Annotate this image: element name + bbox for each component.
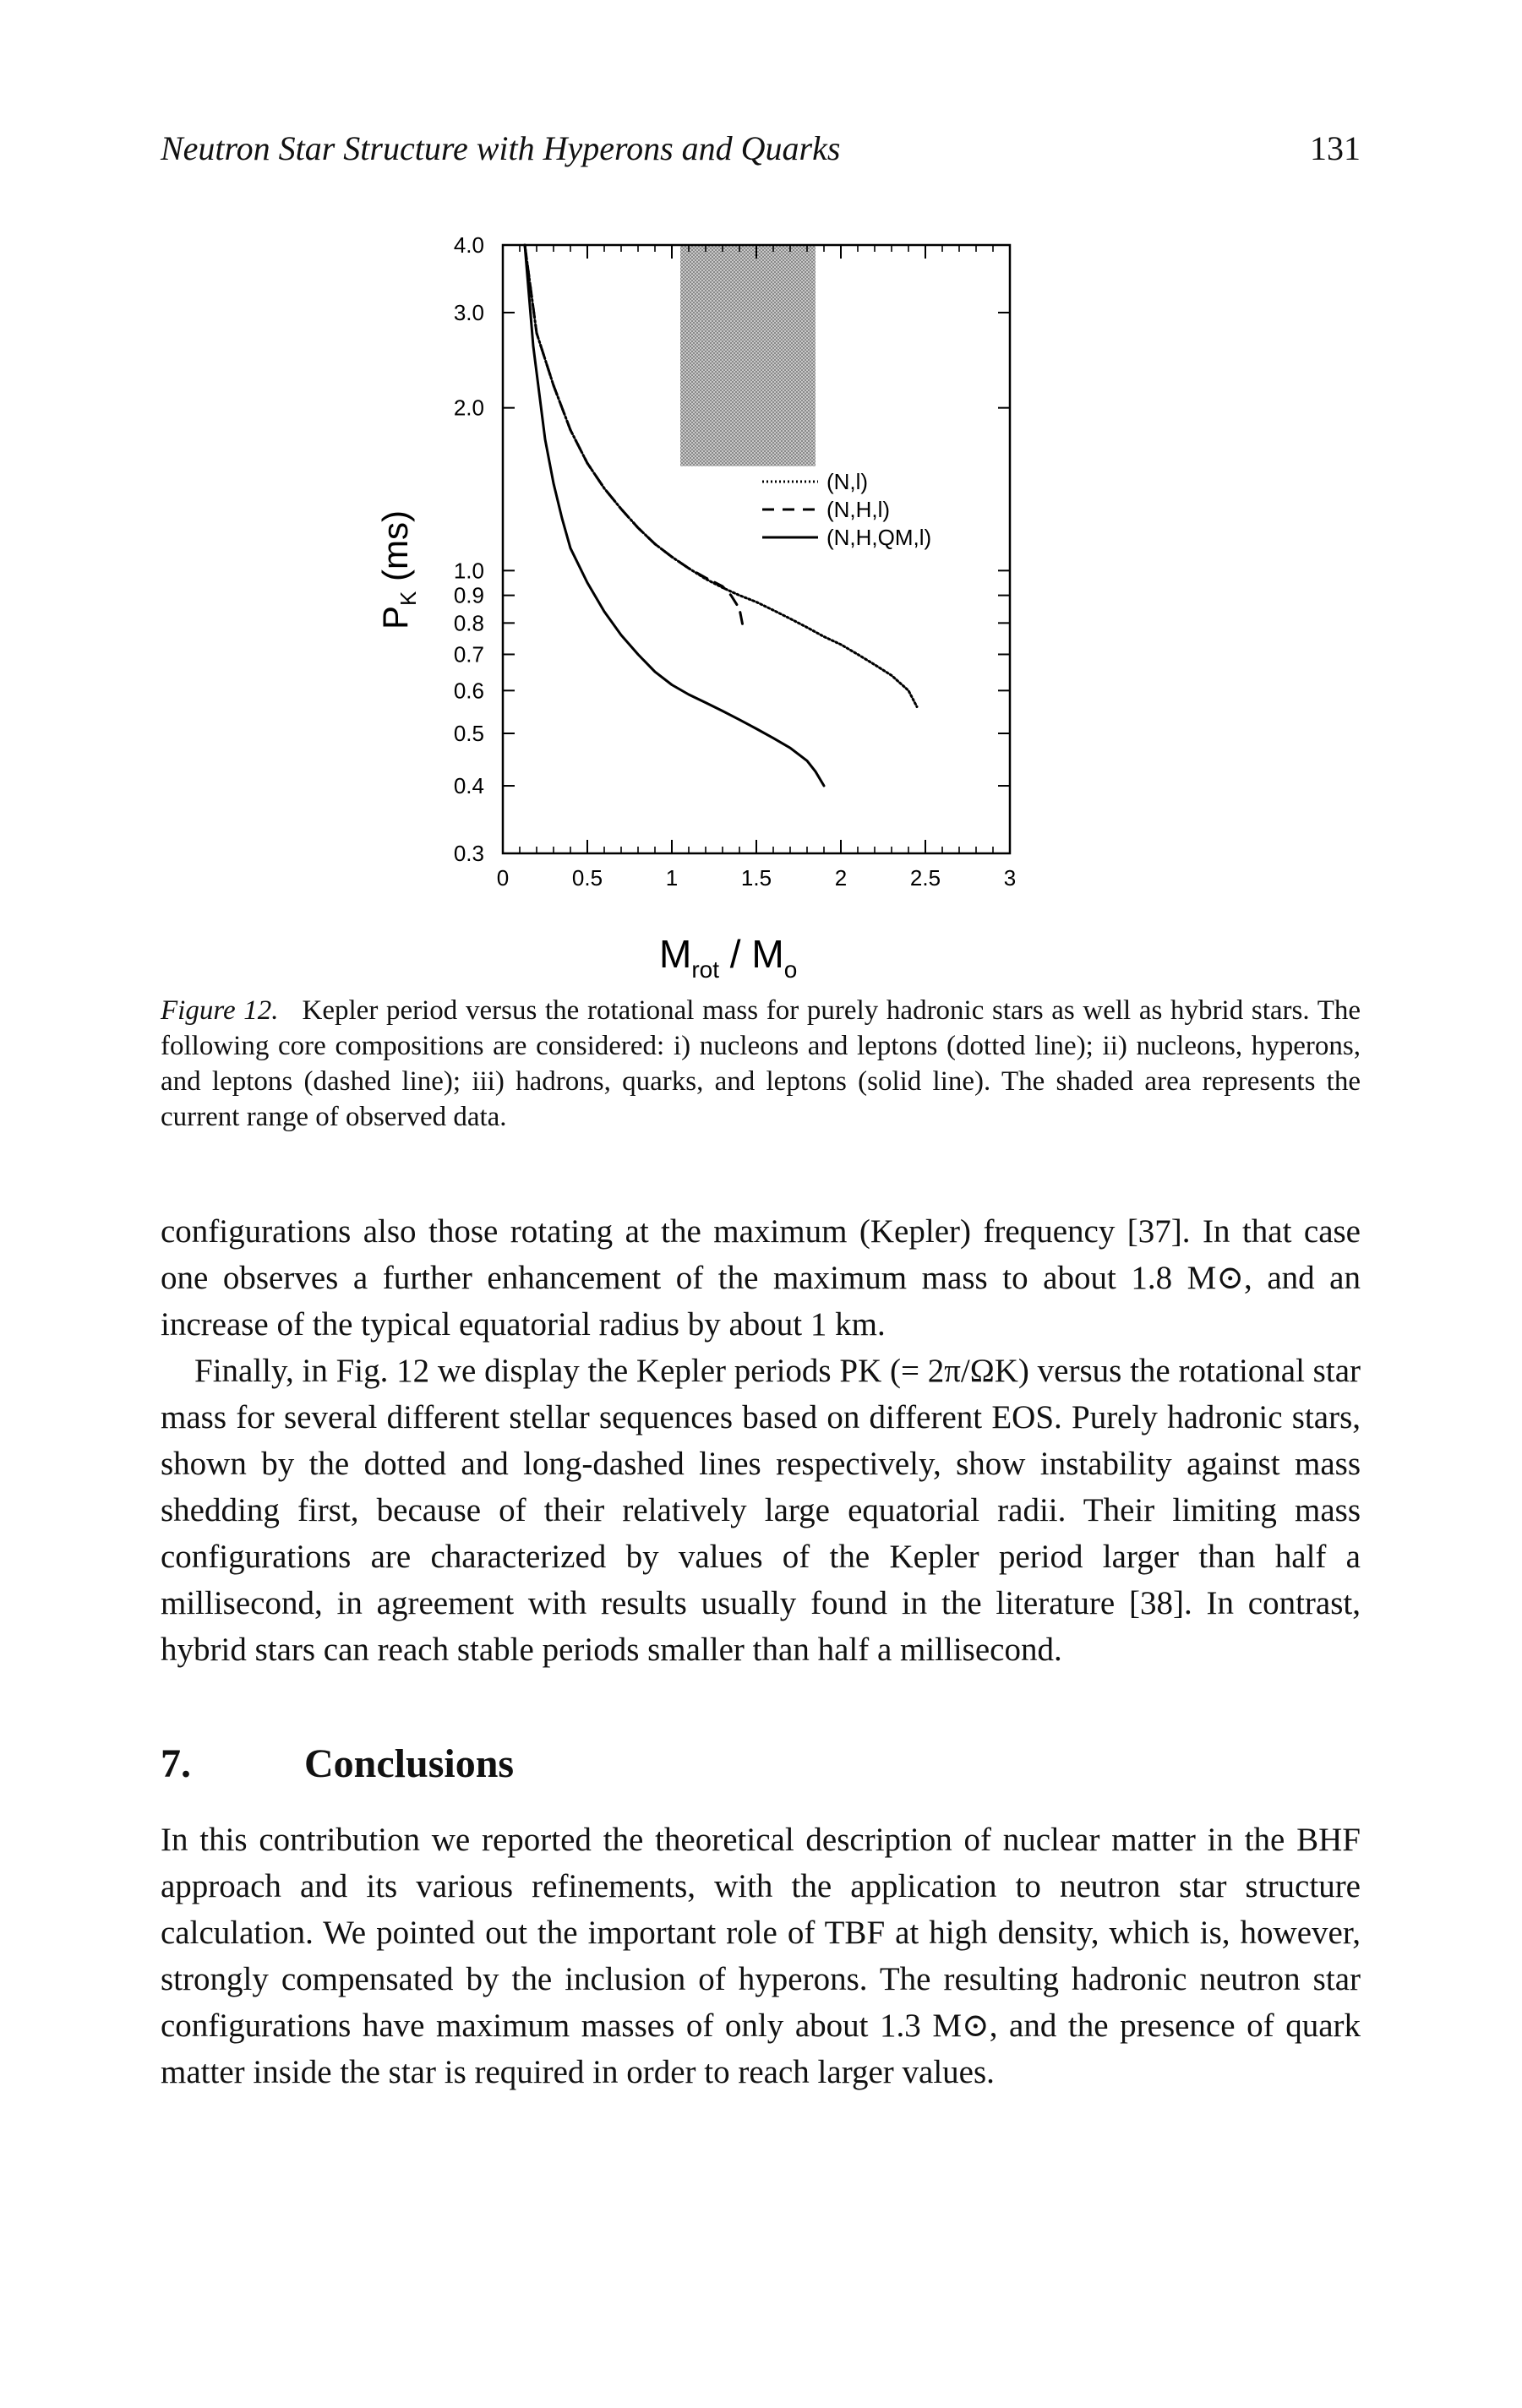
series-layer xyxy=(523,243,919,787)
y-tick-label: 0.5 xyxy=(454,721,484,746)
x-tick-label: 2.5 xyxy=(910,865,941,891)
page-number: 131 xyxy=(1310,129,1361,167)
y-axis-label: PK (ms) xyxy=(375,510,421,629)
paragraph-text: In this contribution we reported the the… xyxy=(161,1822,1361,2090)
y-tick-label: 4.0 xyxy=(454,232,484,258)
y-tick-label: 0.8 xyxy=(454,610,484,635)
caption-text: Kepler period versus the rotational mass… xyxy=(161,995,1361,1132)
section-number: 7. xyxy=(161,1741,191,1786)
kepler-period-chart: 4.0 3.0 2.0 1.00.90.8 0.7 0.6 0.5 0.4 0.3 0 0.5 1 1.… xyxy=(375,232,1016,983)
figure-caption: Figure 12.Kepler period versus the rotat… xyxy=(161,993,1361,1135)
section-heading: 7. Conclusions xyxy=(161,1741,514,1787)
section-title: Conclusions xyxy=(304,1741,515,1786)
tick-layer: 4.0 3.0 2.0 1.00.90.8 0.7 0.6 0.5 0.4 0.3 0 0.5 1 1.… xyxy=(454,232,1016,891)
observed-range-shade xyxy=(680,245,816,466)
legend-label: (N,H,QM,l) xyxy=(826,525,931,550)
paragraph-1: configurations also those rotating at th… xyxy=(161,1208,1361,1348)
running-head: Neutron Star Structure with Hyperons and… xyxy=(161,128,1361,179)
y-tick-label: 0.6 xyxy=(454,678,484,703)
y-tick-label: 0.4 xyxy=(454,773,484,798)
paragraph-text: Finally, in Fig. 12 we display the Keple… xyxy=(161,1353,1361,1668)
figure-label: Figure 12. xyxy=(161,995,279,1026)
running-title: Neutron Star Structure with Hyperons and… xyxy=(161,129,841,167)
paragraph-3: In this contribution we reported the the… xyxy=(161,1817,1361,2095)
shaded-layer xyxy=(680,245,816,466)
y-tick-label: 0.7 xyxy=(454,641,484,667)
y-tick-label: 0.3 xyxy=(454,841,484,866)
series-line-dashed xyxy=(523,243,745,628)
x-axis-label: Mrot / Mo xyxy=(659,932,797,983)
x-tick-label: 1.5 xyxy=(741,865,772,891)
paragraph-text: configurations also those rotating at th… xyxy=(161,1213,1361,1343)
x-tick-label: 0.5 xyxy=(572,865,603,891)
x-tick-label: 2 xyxy=(835,865,847,891)
legend-label: (N,l) xyxy=(826,469,868,494)
paragraph-2: Finally, in Fig. 12 we display the Keple… xyxy=(161,1348,1361,1673)
x-tick-label: 3 xyxy=(1004,865,1016,891)
y-tick-label: 2.0 xyxy=(454,395,484,421)
series-line-solid xyxy=(523,243,826,787)
y-tick-label: 0.9 xyxy=(454,583,484,608)
legend: (N,l) (N,H,l) (N,H,QM,l) xyxy=(762,469,931,550)
y-tick-label: 3.0 xyxy=(454,300,484,325)
legend-label: (N,H,l) xyxy=(826,497,890,522)
x-tick-label: 1 xyxy=(666,865,678,891)
x-tick-label: 0 xyxy=(497,865,509,891)
y-tick-label: 1.0 xyxy=(454,558,484,583)
